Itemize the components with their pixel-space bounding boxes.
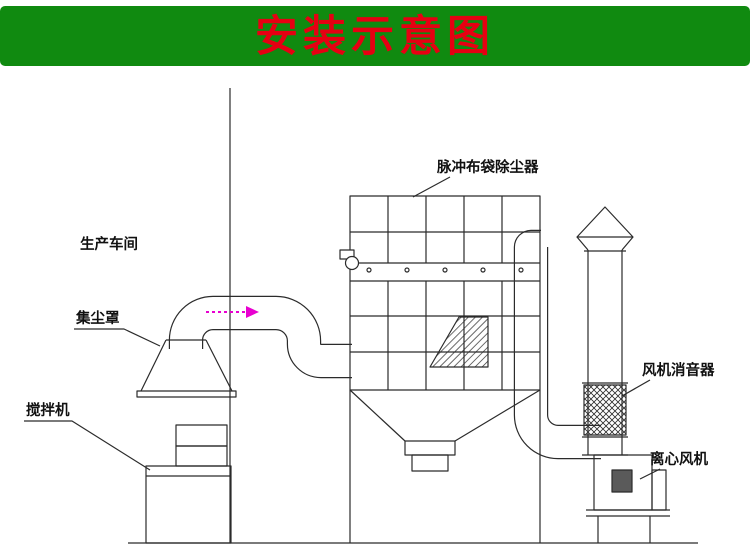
dust-collector (339, 195, 541, 391)
mixer-leader-line (24, 420, 151, 471)
hood-leader-line (74, 328, 161, 347)
hopper-and-support (349, 389, 541, 543)
collector-leader-line (412, 176, 451, 198)
outlet-duct-bore (515, 231, 601, 458)
mixer (145, 424, 232, 544)
fan-leader-line (639, 468, 661, 480)
fan-silencer-body (583, 384, 627, 436)
exhaust-stack (576, 206, 634, 456)
diagram-linework (24, 88, 698, 544)
page-title: 安装示意图 (255, 13, 495, 61)
support-legs (349, 390, 541, 543)
air-flow-arrow (206, 306, 259, 318)
inlet-duct-bore (170, 297, 352, 377)
silencer-leader-line (621, 379, 651, 397)
flow-arrowhead-icon (246, 306, 259, 318)
label-dust-hood: 集尘罩 (75, 309, 120, 327)
label-pulse-bag-collector: 脉冲布袋除尘器 (436, 158, 539, 176)
label-centrifugal-fan: 离心风机 (650, 450, 708, 468)
rain-cap-icon (576, 206, 634, 238)
label-workshop: 生产车间 (80, 235, 138, 253)
header-banner (0, 6, 750, 66)
centrifugal-fan-unit (586, 454, 670, 543)
dust-hood (136, 339, 237, 398)
fan-motor-icon (611, 469, 633, 493)
filter-bag-area (429, 316, 489, 368)
label-fan-silencer: 风机消音器 (642, 361, 715, 379)
discharge-outlet (411, 454, 449, 472)
diagram-labels: 生产车间 集尘罩 搅拌机 脉冲布袋除尘器 风机消音器 离心风机 (26, 158, 715, 468)
label-mixer: 搅拌机 (26, 401, 70, 419)
pulse-valve-icon (344, 255, 360, 271)
